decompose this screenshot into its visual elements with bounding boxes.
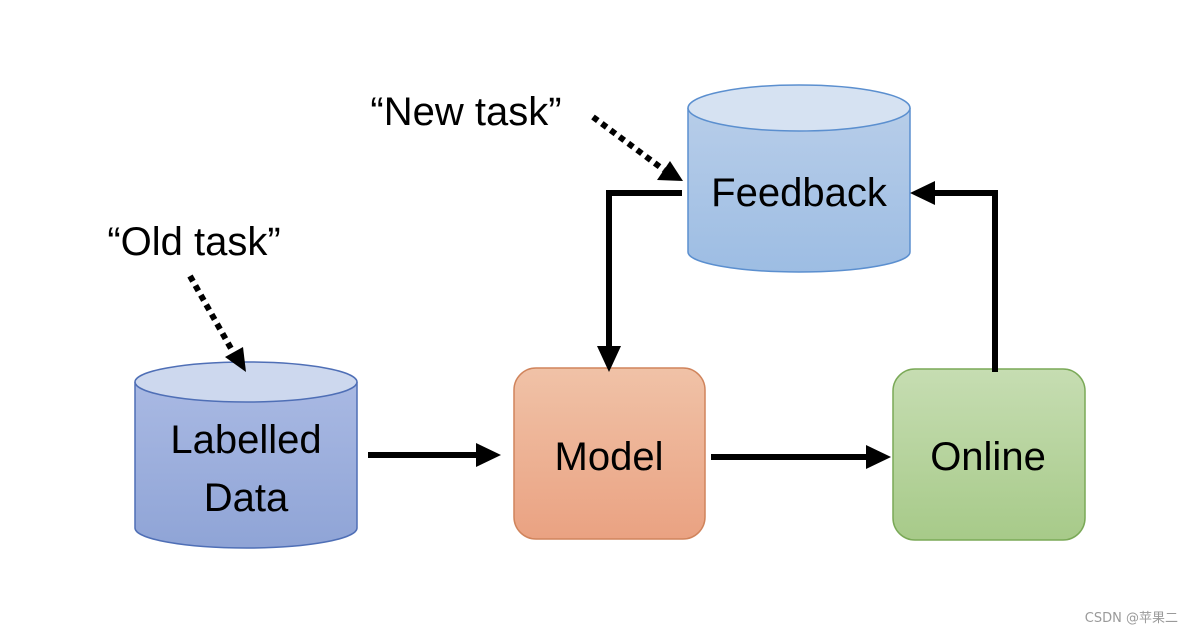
model-node: Model: [513, 367, 706, 540]
arrowhead-model-to-online: [866, 445, 891, 469]
watermark-text: CSDN @苹果二: [1084, 611, 1178, 626]
feedback-label: Feedback: [711, 171, 888, 215]
model-label: Model: [555, 435, 664, 479]
old-task-label: “Old task”: [107, 220, 280, 264]
feedback-top: [687, 84, 911, 132]
arrow-online-to-feedback: [935, 190, 998, 372]
online-node: Online: [892, 368, 1086, 541]
feedback-cylinder: Feedback: [687, 84, 911, 273]
annotation-arrows: [187, 114, 683, 372]
arrowhead-labelled-to-model: [476, 443, 501, 467]
online-box: [892, 368, 1086, 541]
labelled-data-label-line2: Data: [204, 476, 289, 520]
flow-arrows: [368, 181, 998, 469]
online-label: Online: [930, 435, 1046, 479]
arrowhead-online-to-feedback: [910, 181, 935, 205]
labelled-data-body: [134, 382, 358, 549]
feedback-body: [687, 108, 911, 273]
dotted-arrow-old-task: [187, 274, 236, 354]
arrowhead-old-task: [225, 347, 246, 372]
labelled-data-cylinder: Labelled Data: [134, 361, 358, 549]
dotted-arrow-new-task: [591, 114, 666, 173]
labelled-data-top: [134, 361, 358, 403]
new-task-label: “New task”: [370, 90, 561, 134]
arrowhead-feedback-to-model: [597, 346, 621, 372]
arrow-feedback-to-model: [606, 190, 682, 346]
arrowhead-new-task: [657, 161, 683, 181]
labelled-data-label-line1: Labelled: [170, 418, 321, 462]
